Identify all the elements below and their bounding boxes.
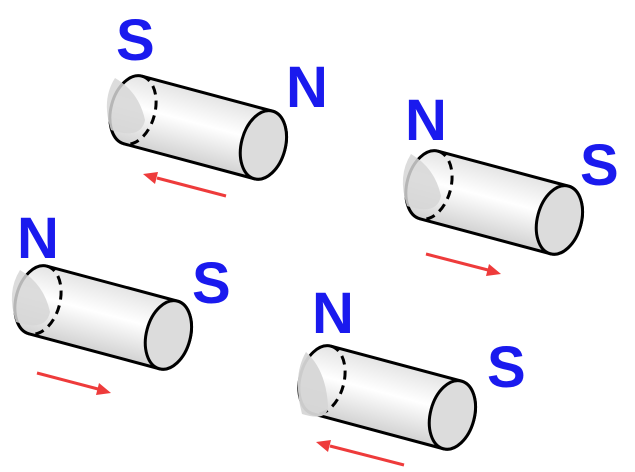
pole-label-n: N (286, 55, 328, 120)
magnet-left-end-shade (11, 270, 50, 326)
pole-label-s: S (192, 251, 231, 316)
magnet-left-end-shade (106, 78, 145, 134)
magnet-far-end-hidden (123, 74, 158, 146)
arrowhead (486, 264, 501, 276)
magnet-near-end-face (427, 379, 478, 451)
direction-arrow (156, 176, 227, 198)
magnet-top-left (108, 74, 289, 181)
magnet-left-end-shade (297, 352, 328, 417)
direction-arrow (425, 252, 489, 272)
magnet-near-end-face (534, 184, 585, 256)
pole-label-n: N (312, 281, 354, 346)
magnet-near-end-face (238, 109, 289, 181)
arrowhead (96, 383, 111, 395)
pole-label-s: S (116, 8, 155, 73)
direction-arrow (329, 444, 405, 467)
magnet-far-end-hidden (28, 264, 63, 336)
pole-label-s: S (487, 335, 526, 400)
pole-label-n: N (17, 206, 59, 271)
magnet-bottom-left (13, 264, 194, 371)
magnet-near-end-face (143, 299, 194, 371)
arrowhead (316, 440, 331, 452)
magnet-far-end-hidden (419, 149, 454, 221)
magnet-top-right (404, 149, 585, 256)
pole-label-s: S (580, 133, 619, 198)
pole-label-n: N (405, 88, 447, 153)
direction-arrow (36, 371, 99, 391)
arrowhead (143, 172, 158, 184)
magnet-left-end-shade (402, 154, 441, 210)
